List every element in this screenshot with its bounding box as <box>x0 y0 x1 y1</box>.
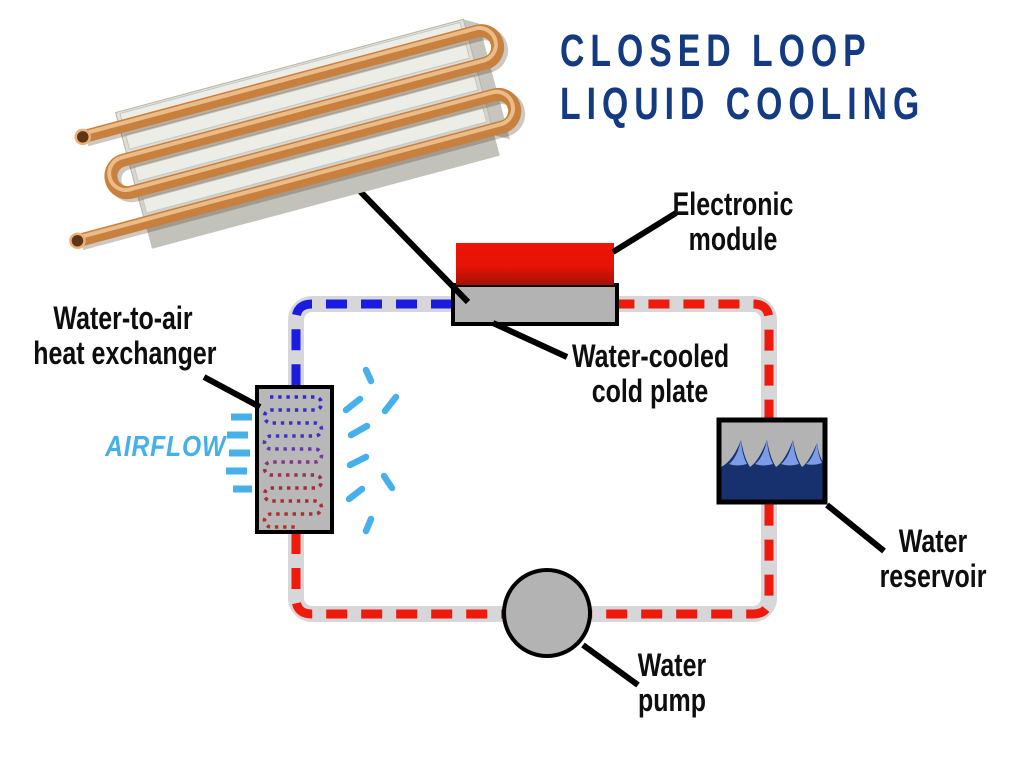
label-water-pump: Water pump <box>637 647 707 718</box>
leader-electronic-module <box>611 210 678 255</box>
cold-plate-photo <box>69 18 526 251</box>
electronic-module-block <box>456 243 614 285</box>
leader-photo-to-cold-plate <box>349 180 471 305</box>
leader-cold-plate-label <box>491 320 569 360</box>
leader-heat-exchanger-label <box>202 374 262 410</box>
water-pump-circle <box>502 568 592 658</box>
water-reservoir-box <box>716 417 828 505</box>
heat-exchanger-box <box>255 385 334 534</box>
title-line-1: CLOSED LOOP <box>560 25 872 76</box>
copper-tube-highlight <box>75 26 515 241</box>
label-cold-plate: Water-cooled cold plate <box>572 338 730 409</box>
plate-front-edge <box>146 135 500 249</box>
cold-coolant-path <box>291 299 452 387</box>
airflow-dashes-left <box>226 413 252 493</box>
leader-reservoir-label <box>825 502 886 554</box>
reservoir-water <box>721 440 823 500</box>
title-line-2: LIQUID COOLING <box>560 78 926 129</box>
plate-ridges <box>119 21 488 214</box>
label-water-reservoir: Water reservoir <box>879 523 987 594</box>
label-heat-exchanger: Water-to-air heat exchanger <box>33 300 217 371</box>
cold-plate-block <box>451 283 619 326</box>
tube-end-opening <box>74 128 92 146</box>
diagram-title: CLOSED LOOP LIQUID COOLING <box>560 24 925 130</box>
hot-coolant-path <box>291 299 774 619</box>
label-electronic-module: Electronic module <box>672 186 794 257</box>
reservoir-wave-highlights <box>729 440 822 466</box>
plate-right-edge <box>463 19 510 140</box>
tube-end-opening <box>69 232 86 250</box>
label-airflow: AIRFLOW <box>105 431 227 463</box>
airflow-dashes-right <box>342 366 400 535</box>
leader-pump-label <box>581 642 640 688</box>
